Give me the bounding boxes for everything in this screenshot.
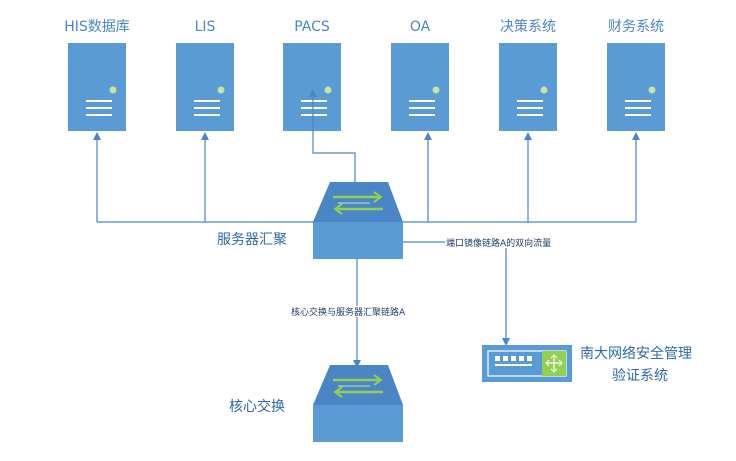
server-his-icon <box>68 43 126 131</box>
server-label-his: HIS数据库 <box>64 19 130 35</box>
server-label-pacs: PACS <box>294 19 330 35</box>
server-decision-icon <box>499 43 557 131</box>
aggregation-switch-icon <box>313 182 403 259</box>
audit-label-line1: 南大网络安全管理 <box>580 345 692 362</box>
audit-label-line2: 验证系统 <box>612 368 668 384</box>
mirror-link-label: 端口镜像链路A的双向流量 <box>446 237 551 249</box>
server-pacs-icon <box>283 43 341 131</box>
server-label-lis: LIS <box>195 19 216 35</box>
server-finance-icon <box>607 43 665 131</box>
server-oa-icon <box>391 43 449 131</box>
server-label-decision: 决策系统 <box>500 18 556 35</box>
core-link-label: 核心交换与服务器汇聚链路A <box>291 306 406 318</box>
audit-appliance-icon <box>482 345 572 382</box>
aggregation-label: 服务器汇聚 <box>217 232 287 248</box>
core-label: 核心交换 <box>229 398 285 415</box>
server-label-finance: 财务系统 <box>608 19 664 35</box>
server-lis-icon <box>176 43 234 131</box>
server-label-oa: OA <box>410 19 431 35</box>
core-switch-icon <box>313 365 403 442</box>
